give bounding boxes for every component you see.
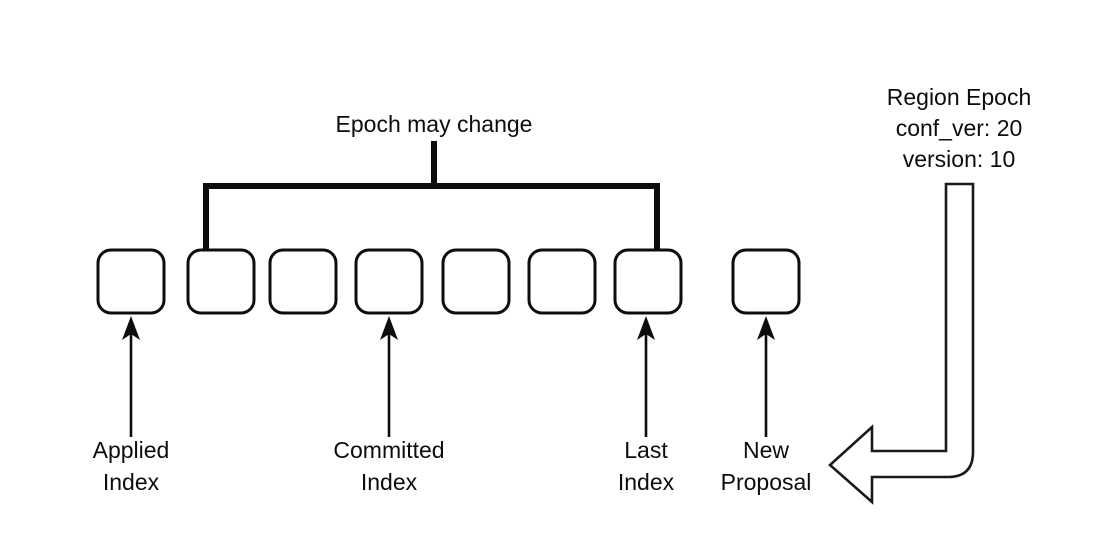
applied-index-arrow (122, 316, 140, 437)
committed-index-label-line1: Committed (333, 437, 444, 463)
pointer-labels-group: Applied Index Committed Index Last Index… (93, 437, 812, 495)
applied-index-label-line1: Applied (93, 437, 170, 463)
log-entry-box-7[interactable] (613, 248, 683, 315)
last-index-arrow (637, 316, 655, 437)
new-proposal-label-line2: Proposal (721, 469, 812, 495)
new-proposal-arrow-head (757, 316, 775, 340)
epoch-bracket-group (203, 141, 660, 250)
applied-index-label-line2: Index (103, 469, 160, 495)
log-entry-box-2[interactable] (186, 248, 256, 315)
log-entry-box-5[interactable] (441, 248, 511, 315)
log-entry-box-1[interactable] (96, 248, 166, 315)
region-epoch-panel: Region Epoch conf_ver: 20 version: 10 (887, 84, 1032, 172)
committed-index-arrow (380, 316, 398, 437)
last-index-label-line1: Last (624, 437, 668, 463)
epoch-bracket-span (203, 183, 660, 250)
epoch-may-change-label: Epoch may change (336, 111, 533, 137)
log-entry-box-6[interactable] (527, 248, 597, 315)
log-entry-box-4[interactable] (354, 248, 424, 315)
last-index-arrow-head (637, 316, 655, 340)
region-epoch-heading: Region Epoch (887, 84, 1032, 110)
last-index-label-line2: Index (618, 469, 675, 495)
log-entry-box-8[interactable] (731, 248, 801, 315)
committed-index-label-line2: Index (361, 469, 418, 495)
new-proposal-arrow (757, 316, 775, 437)
committed-index-arrow-head (380, 316, 398, 340)
log-entry-row (96, 248, 801, 315)
applied-index-arrow-head (122, 316, 140, 340)
pointer-arrows-group (122, 316, 775, 437)
new-proposal-label-line1: New (743, 437, 789, 463)
log-entry-box-3[interactable] (268, 248, 338, 315)
region-epoch-version: version: 10 (903, 146, 1016, 172)
region-epoch-conf-ver: conf_ver: 20 (896, 115, 1023, 141)
region-epoch-block-arrow (828, 182, 975, 505)
